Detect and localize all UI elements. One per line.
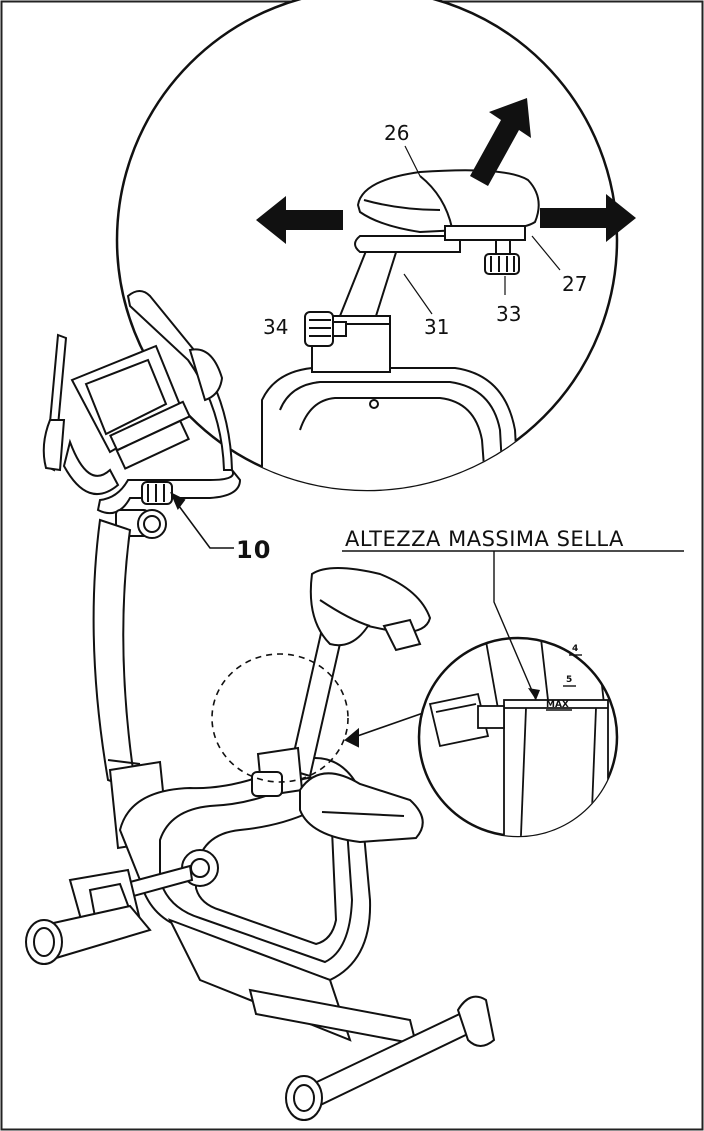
exercise-bike bbox=[25, 290, 496, 1121]
label-10: 10 bbox=[236, 536, 271, 564]
label-33: 33 bbox=[496, 302, 521, 326]
scale-mark-max: MAX bbox=[546, 700, 569, 710]
callout-dashed-circle bbox=[211, 653, 349, 783]
label-26: 26 bbox=[384, 121, 409, 145]
seat-bracket-27 bbox=[444, 225, 526, 241]
scale-mark-5: 5 bbox=[566, 675, 572, 685]
seat-adjust-detail: 26 27 31 33 34 bbox=[115, 0, 636, 492]
pedal-right bbox=[299, 772, 424, 844]
adjust-knob bbox=[428, 692, 490, 748]
knob-33 bbox=[484, 253, 520, 275]
max-seat-height-caption: ALTEZZA MASSIMA SELLA bbox=[345, 527, 624, 551]
max-height-detail: 4 5 MAX bbox=[417, 636, 619, 838]
arrow-up bbox=[470, 98, 531, 186]
arrow-right bbox=[540, 194, 636, 242]
label-31: 31 bbox=[424, 315, 449, 339]
scale-mark-4: 4 bbox=[572, 644, 578, 654]
upright-column bbox=[92, 518, 138, 792]
label-34: 34 bbox=[263, 315, 288, 339]
seat-26 bbox=[356, 169, 540, 234]
label-27: 27 bbox=[562, 272, 587, 296]
arrow-left bbox=[256, 196, 343, 244]
